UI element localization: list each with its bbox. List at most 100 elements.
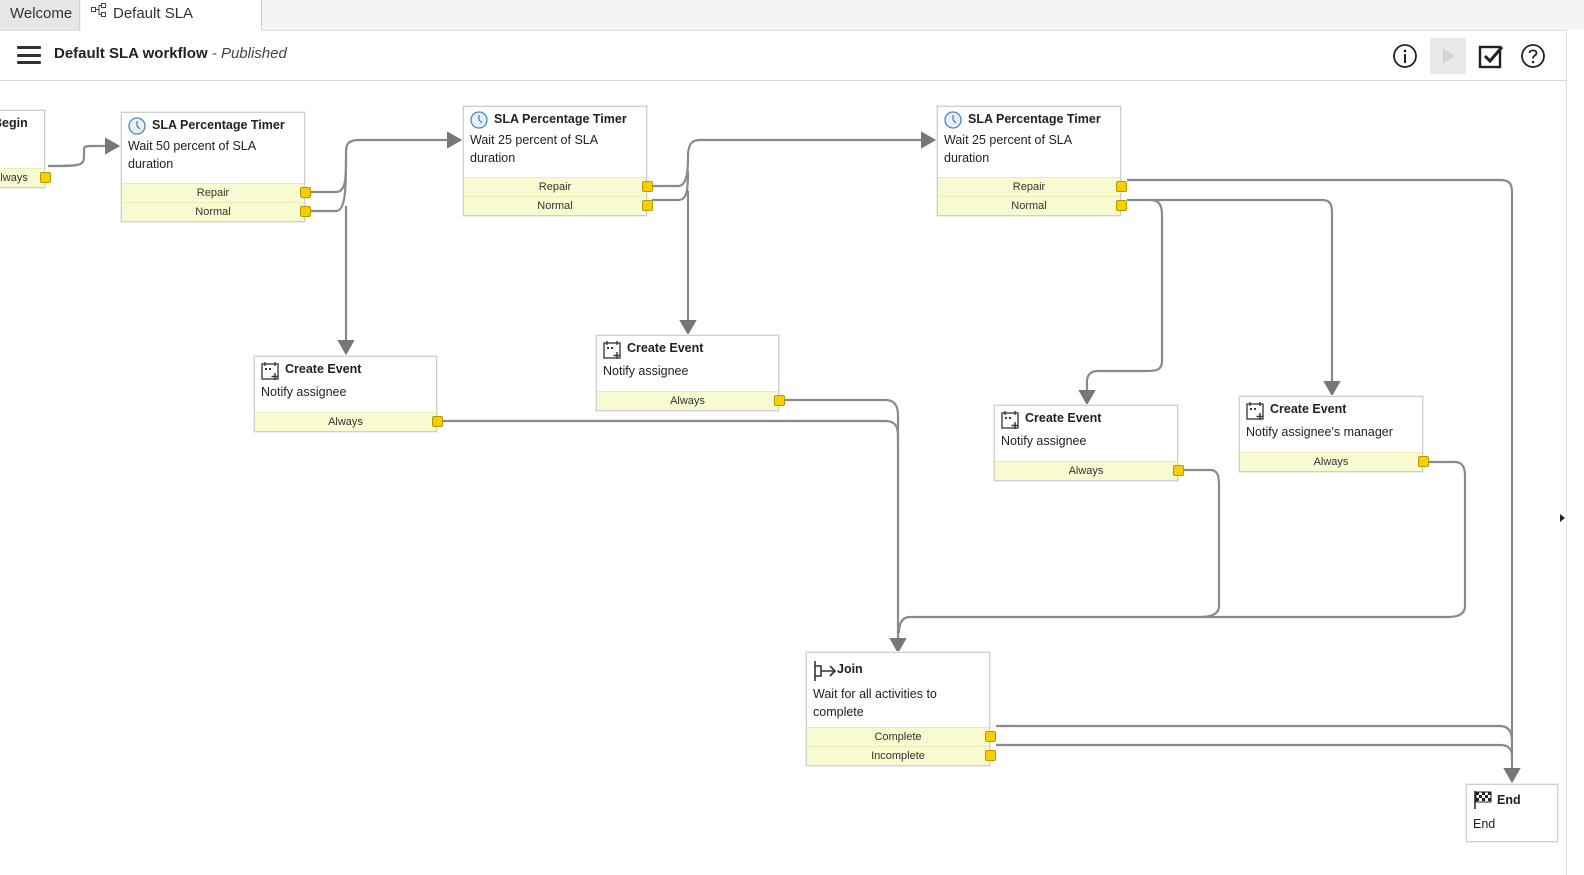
- output-port[interactable]: [40, 172, 51, 183]
- output-port[interactable]: [1173, 465, 1184, 476]
- output-label: Incomplete: [871, 750, 925, 762]
- node-sla-timer-1[interactable]: SLA Percentage Timer Wait 50 percent of …: [121, 112, 311, 222]
- node-description: Wait for all activities to complete: [813, 687, 937, 719]
- calendar-plus-icon: [261, 361, 279, 380]
- connector: [652, 131, 937, 188]
- output-repair: Repair: [464, 177, 653, 196]
- node-join[interactable]: Join Wait for all activities to complete…: [806, 652, 996, 766]
- side-panel-toggle[interactable]: [1560, 30, 1584, 875]
- node-description: Wait 25 percent of SLA duration: [944, 133, 1072, 165]
- output-port[interactable]: [774, 395, 785, 406]
- node-title: Begin: [0, 116, 28, 130]
- clock-icon: [470, 111, 488, 129]
- node-sla-timer-3[interactable]: SLA Percentage Timer Wait 25 percent of …: [937, 106, 1127, 216]
- output-label: Repair: [538, 181, 572, 193]
- info-icon[interactable]: [1387, 38, 1423, 74]
- node-title: SLA Percentage Timer: [968, 112, 1101, 126]
- output-port[interactable]: [642, 200, 653, 211]
- output-port[interactable]: [300, 206, 311, 217]
- node-header: SLA Percentage Timer: [122, 113, 304, 137]
- node-create-event-3[interactable]: Create Event Notify assignee Always: [994, 405, 1184, 481]
- connector: [310, 160, 348, 213]
- node-outputs: Complete Incomplete: [807, 727, 996, 765]
- node-title: SLA Percentage Timer: [494, 112, 627, 126]
- connector: [310, 131, 463, 194]
- node-title: Create Event: [1025, 411, 1102, 425]
- node-outputs: Always: [0, 168, 51, 187]
- node-outputs: Always: [255, 412, 443, 431]
- expand-arrow-icon: [1560, 514, 1565, 522]
- connector: [442, 419, 907, 654]
- connector: [47, 137, 121, 168]
- workflow-header: Default SLA workflow - Published: [0, 31, 1584, 81]
- play-icon[interactable]: [1430, 38, 1466, 74]
- tab-default-sla-workflow[interactable]: Default SLA workflow: [81, 0, 262, 50]
- node-header: Create Event: [1240, 397, 1422, 421]
- connector: [996, 724, 1514, 742]
- calendar-plus-icon: [603, 340, 621, 359]
- node-title: Create Event: [1270, 402, 1347, 416]
- node-create-event-1[interactable]: Create Event Notify assignee Always: [254, 356, 443, 432]
- menu-icon[interactable]: [17, 46, 41, 64]
- output-port[interactable]: [1418, 456, 1429, 467]
- output-port[interactable]: [432, 416, 443, 427]
- connection-lines: [47, 131, 1521, 784]
- output-label: Normal: [1011, 200, 1047, 212]
- connector: [996, 743, 1514, 757]
- workflow-canvas[interactable]: Begin Always SLA Percentage Timer Wait 5…: [0, 81, 1566, 875]
- node-description: Notify assignee's manager: [1246, 425, 1393, 439]
- clock-icon: [128, 117, 146, 135]
- node-title: End: [1497, 793, 1521, 807]
- tab-welcome[interactable]: Welcome: [0, 0, 80, 30]
- calendar-plus-icon: [1001, 410, 1019, 429]
- output-port[interactable]: [1116, 181, 1127, 192]
- node-header: SLA Percentage Timer: [464, 107, 646, 131]
- node-sla-timer-2[interactable]: SLA Percentage Timer Wait 25 percent of …: [463, 106, 653, 216]
- output-label: Always: [0, 172, 28, 184]
- output-port[interactable]: [985, 731, 996, 742]
- node-description: Wait 25 percent of SLA duration: [470, 133, 598, 165]
- clock-icon: [944, 111, 962, 129]
- output-always: Always: [1240, 452, 1429, 471]
- output-port[interactable]: [1116, 200, 1127, 211]
- node-header: Join: [807, 653, 989, 685]
- output-label: Complete: [874, 731, 922, 743]
- node-header: Create Event: [597, 336, 778, 360]
- node-begin[interactable]: Begin Always: [0, 110, 51, 188]
- output-label: Always: [1068, 465, 1104, 477]
- join-icon: [813, 660, 837, 681]
- node-create-event-4[interactable]: Create Event Notify assignee's manager A…: [1239, 396, 1429, 472]
- output-port[interactable]: [300, 187, 311, 198]
- connector: [1078, 198, 1164, 406]
- connector: [1200, 460, 1467, 619]
- node-header: SLA Percentage Timer: [938, 107, 1120, 131]
- output-always: Always: [597, 391, 785, 410]
- output-label: Repair: [1012, 181, 1046, 193]
- node-create-event-2[interactable]: Create Event Notify assignee Always: [596, 335, 785, 411]
- node-title: Create Event: [285, 362, 362, 376]
- tab-bar: Welcome Default SLA workflow: [0, 0, 1584, 50]
- output-repair: Repair: [938, 177, 1127, 196]
- output-label: Repair: [196, 187, 230, 199]
- node-header: Create Event: [255, 357, 436, 381]
- output-always: Always: [995, 461, 1184, 480]
- node-outputs: Always: [995, 461, 1184, 480]
- calendar-plus-icon: [1246, 401, 1264, 420]
- help-icon[interactable]: [1515, 38, 1551, 74]
- node-end[interactable]: End End: [1466, 784, 1558, 842]
- node-description: End: [1473, 817, 1496, 831]
- page-title: Default SLA workflow - Published: [54, 45, 287, 62]
- checkbox-icon[interactable]: [1473, 38, 1509, 74]
- workflow-name: Default SLA workflow: [54, 45, 208, 62]
- output-always: Always: [0, 168, 51, 187]
- node-description: Wait 50 percent of SLA duration: [128, 139, 256, 171]
- output-label: Normal: [537, 200, 573, 212]
- connector: [1150, 198, 1341, 397]
- output-normal: Normal: [464, 196, 653, 215]
- output-label: Always: [670, 395, 705, 407]
- node-title: Create Event: [627, 341, 704, 355]
- connector: [897, 468, 1221, 634]
- node-title: SLA Percentage Timer: [152, 118, 285, 132]
- output-port[interactable]: [642, 181, 653, 192]
- output-port[interactable]: [985, 750, 996, 761]
